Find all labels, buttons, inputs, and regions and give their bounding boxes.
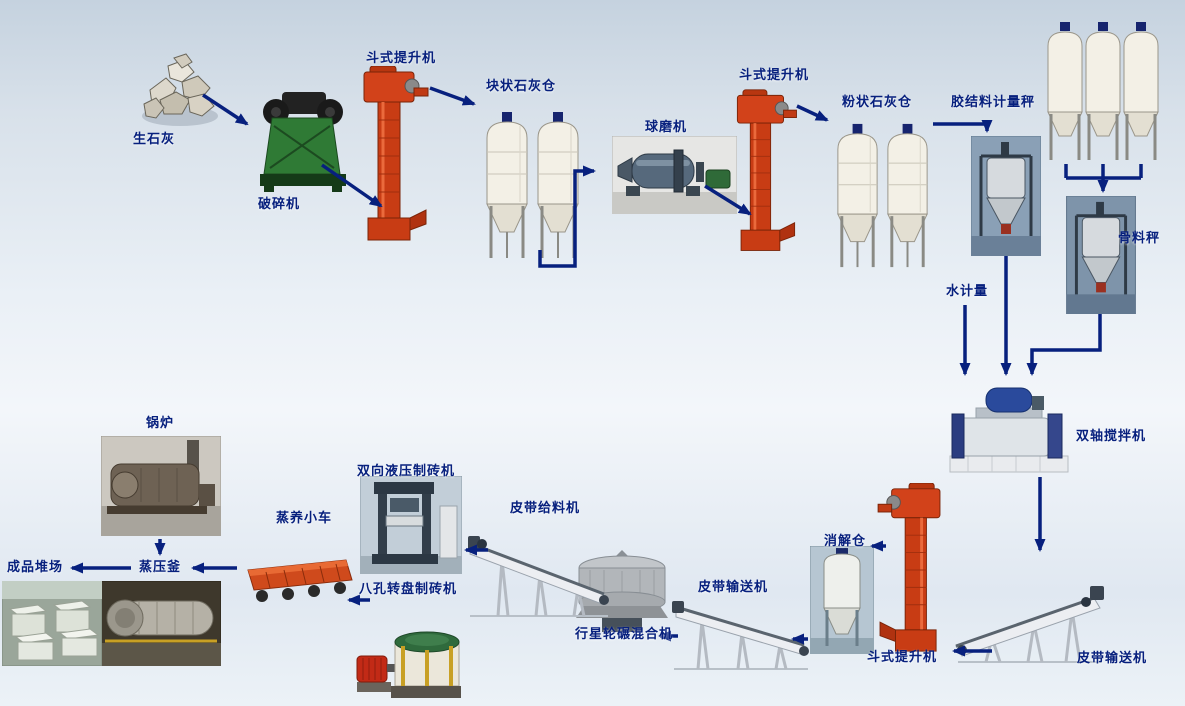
label-boiler: 锅炉 [146, 415, 175, 430]
label-bucket-elevator-2: 斗式提升机 [739, 67, 810, 82]
bucket-elevator-1-image [356, 66, 434, 244]
label-slaking-silo: 消解仓 [824, 533, 867, 548]
label-hydraulic-press: 双向液压制砖机 [357, 463, 456, 478]
mixer-illustration [949, 387, 1069, 473]
powder-lime-silo-image [830, 120, 935, 272]
quicklime-pile-illustration [142, 53, 218, 126]
boiler-illustration [101, 436, 221, 536]
label-belt-conveyor-mid: 皮带输送机 [698, 579, 769, 594]
boiler-image [101, 436, 221, 536]
belt-feeder-image [468, 522, 613, 624]
label-bucket-elevator-3: 斗式提升机 [867, 649, 938, 664]
label-ball-mill: 球磨机 [645, 119, 688, 134]
bucket-elevator-illustration [363, 66, 429, 241]
ball-mill-image [612, 136, 737, 214]
binder-scale-image [971, 136, 1041, 256]
silo-triple-illustration [1047, 22, 1159, 160]
silo-pair-illustration [486, 112, 579, 258]
steam-cart-illustration [247, 559, 353, 602]
label-twin-shaft-mixer: 双轴搅拌机 [1076, 428, 1147, 443]
label-powder-lime-silo: 粉状石灰仓 [842, 94, 913, 109]
twin-shaft-mixer-image [948, 382, 1073, 477]
bucket-elevator-illustration [877, 483, 941, 652]
scale-illustration [971, 136, 1041, 256]
label-quicklime: 生石灰 [133, 131, 176, 146]
label-belt-feeder: 皮带给料机 [510, 500, 581, 515]
label-lump-lime-silo: 块状石灰仓 [486, 78, 557, 93]
conveyor-illustration [672, 601, 809, 670]
planetary-mixer-illustration [576, 550, 668, 632]
rotary-press-image [355, 616, 463, 704]
label-autoclave: 蒸压釜 [139, 559, 182, 574]
bucket-elevator-2-image [730, 86, 802, 258]
slaking-silo-illustration [810, 546, 874, 654]
bucket-elevator-3-image [868, 483, 952, 655]
conveyor-illustration [468, 536, 609, 617]
label-aggregate-scale: 骨料秤 [1118, 230, 1161, 245]
label-binder-scale: 胶结料计量秤 [951, 94, 1036, 109]
planetary-mixer-image [570, 548, 674, 636]
belt-conveyor-mid-image [672, 593, 812, 675]
product-yard-image [2, 581, 102, 666]
steam-cart-image [240, 550, 354, 612]
lump-lime-silo-image [480, 108, 585, 263]
autoclave-illustration [101, 581, 221, 666]
label-rotary-press: 八孔转盘制砖机 [359, 581, 458, 596]
silo-pair-illustration [837, 123, 928, 268]
label-product-yard: 成品堆场 [7, 559, 64, 574]
crusher-illustration [260, 92, 346, 192]
rotary-press-illustration [356, 631, 461, 698]
label-planetary-mixer: 行星轮碾混合机 [575, 626, 674, 641]
product-yard-illustration [2, 581, 102, 666]
autoclave-image [101, 581, 221, 666]
scale-illustration [1066, 196, 1136, 314]
hydraulic-press-image [360, 476, 462, 574]
bucket-elevator-illustration [736, 89, 797, 251]
aggregate-silos-image [1046, 20, 1162, 168]
aggregate-scale-image [1066, 196, 1136, 314]
label-belt-conveyor-right: 皮带输送机 [1077, 650, 1148, 665]
label-crusher: 破碎机 [258, 196, 301, 211]
label-water-meter: 水计量 [946, 283, 989, 298]
crusher-image [252, 82, 352, 194]
label-bucket-elevator-1: 斗式提升机 [366, 50, 437, 65]
slaking-silo-image [810, 546, 874, 654]
hydraulic-press-illustration [360, 476, 462, 574]
label-steam-cart: 蒸养小车 [276, 510, 333, 525]
quicklime-pile-image [138, 52, 223, 130]
ball-mill-illustration [612, 136, 737, 214]
